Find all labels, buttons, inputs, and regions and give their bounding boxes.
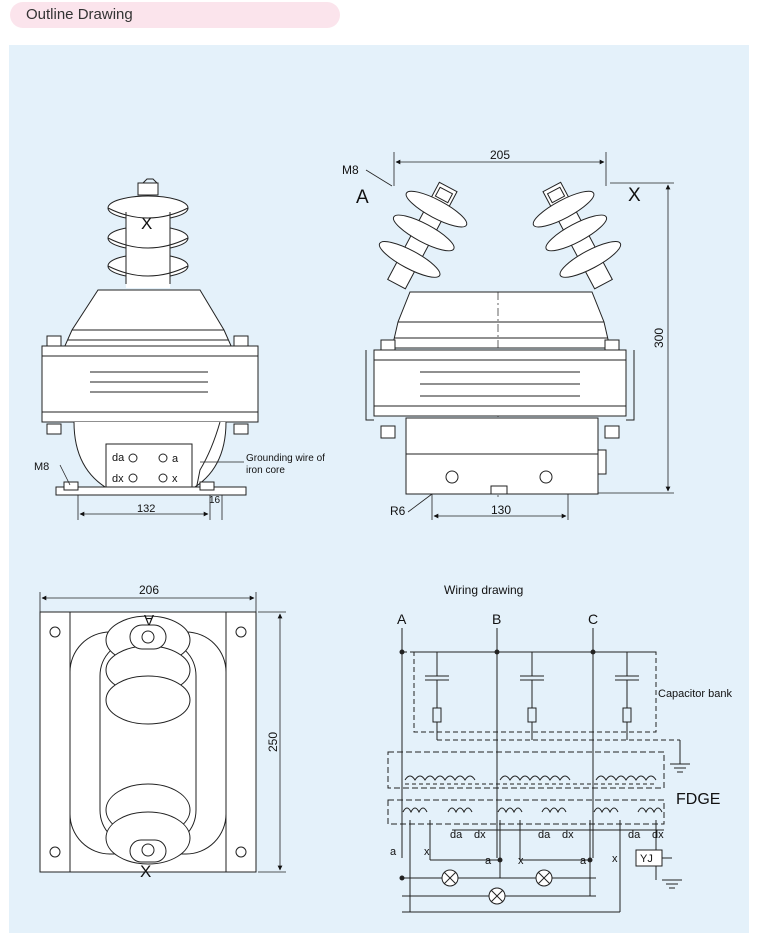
side-labels: M8 A X 205 300 R6 130 [342, 148, 666, 518]
side-right-terminal: X [628, 185, 641, 206]
terminal-da: da [112, 452, 125, 464]
sec-a-2: a [485, 855, 492, 867]
sec-a-1: a [390, 846, 397, 858]
top-view [39, 592, 286, 873]
capacitor-bank-label: Capacitor bank [658, 688, 732, 700]
side-dim-top: 205 [490, 148, 510, 162]
top-mark-a: A [144, 611, 154, 628]
top-labels: 206 250 A X [139, 583, 280, 881]
top-dim-width: 206 [139, 583, 159, 597]
side-thread-label: M8 [342, 163, 359, 177]
terminal-x: x [172, 473, 178, 485]
terminal-a: a [172, 453, 179, 465]
front-thread-label: M8 [34, 461, 49, 473]
sec-dx-2: dx [562, 829, 574, 841]
wiring-title: Wiring drawing [444, 583, 523, 597]
front-view: X [41, 178, 259, 520]
header-tab: Outline Drawing [10, 2, 340, 28]
capacitor-a [425, 652, 449, 740]
capacitor-b [520, 652, 544, 740]
grounding-note-1: Grounding wire of [246, 453, 325, 464]
side-view [365, 152, 674, 520]
front-insulator [107, 178, 189, 288]
top-dim-height: 250 [266, 732, 280, 752]
wiring-labels: Wiring drawing A B C Capacitor bank FDGE… [390, 583, 732, 867]
side-right-insulator [532, 181, 622, 290]
phase-c-label: C [588, 611, 598, 627]
capacitor-c [615, 652, 639, 740]
front-dim-offset: 16 [209, 495, 221, 506]
front-terminal-label: X [141, 214, 152, 233]
sec-x-2: x [518, 855, 524, 867]
relay-label: YJ [640, 853, 653, 865]
sec-da-2: da [538, 829, 551, 841]
terminal-dx: dx [112, 473, 124, 485]
header-title: Outline Drawing [26, 6, 133, 23]
phase-a-label: A [397, 611, 407, 627]
side-radius-label: R6 [390, 504, 406, 518]
side-dim-height: 300 [652, 328, 666, 348]
top-mark-x: X [140, 862, 151, 881]
model-label: FDGE [676, 791, 720, 808]
sec-dx-3: dx [652, 829, 664, 841]
front-dim-width: 132 [137, 503, 155, 515]
side-dim-bottom: 130 [491, 503, 511, 517]
wiring-drawing [387, 628, 690, 913]
sec-da-3: da [628, 829, 641, 841]
sec-x-1: x [424, 846, 430, 858]
sec-da-1: da [450, 829, 463, 841]
grounding-note-2: iron core [246, 465, 285, 476]
sec-dx-1: dx [474, 829, 486, 841]
side-left-terminal: A [356, 187, 369, 208]
phase-b-label: B [492, 611, 501, 627]
front-labels: da a dx x M8 Grounding wire of iron core… [34, 452, 325, 515]
side-left-insulator [378, 181, 468, 290]
sec-a-3: a [580, 855, 587, 867]
sec-x-3: x [612, 853, 618, 865]
